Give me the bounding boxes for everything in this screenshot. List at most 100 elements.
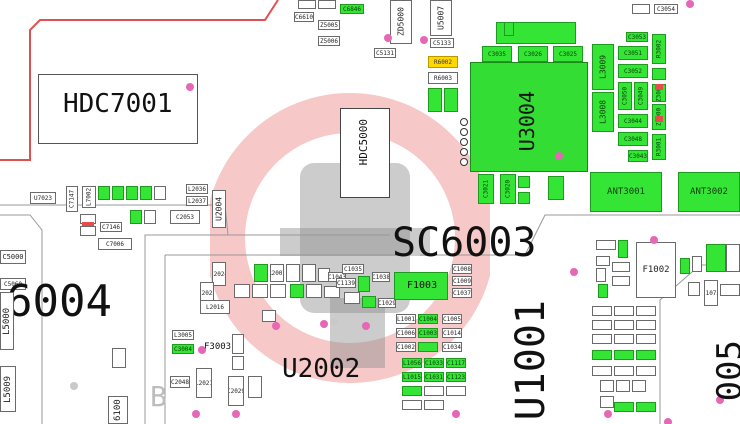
hdc5000-label: HDC5000 <box>357 119 370 166</box>
f1002-marker <box>650 236 658 244</box>
right-grid-14 <box>614 366 634 376</box>
right-c-13 <box>688 282 700 296</box>
right-005-label: 005 <box>710 340 740 402</box>
c1038: C1038 <box>372 272 390 282</box>
small-f3003-2 <box>232 356 244 370</box>
c2025: C2025 <box>200 282 214 304</box>
c3020: C3020 <box>500 174 516 204</box>
right-c-12 <box>720 284 740 296</box>
right-c-7 <box>612 276 630 286</box>
sc6003-label: SC6003 <box>392 220 537 266</box>
b-label: B <box>150 380 167 413</box>
small-mid-6 <box>424 400 444 410</box>
green-u2002-3 <box>358 276 370 292</box>
u3004-marker <box>555 152 563 160</box>
right-grid-19 <box>600 396 614 408</box>
c5131: C5131 <box>374 48 396 58</box>
c2-small2 <box>80 226 96 236</box>
right-c-4 <box>596 268 606 282</box>
u3004-chip: U3004 <box>470 62 588 172</box>
c1037: C1037 <box>452 288 472 298</box>
f1002: F1002 <box>636 242 676 298</box>
right-grid-5 <box>614 320 634 330</box>
ant3002: ANT3002 <box>678 172 740 212</box>
u2002-via-gray <box>330 318 338 326</box>
green-left-3 <box>126 186 138 200</box>
right-grid-4 <box>592 320 612 330</box>
small-u2002-8 <box>324 286 340 298</box>
via-1 <box>460 118 468 126</box>
right-grid-20 <box>614 402 634 412</box>
c2024: C2024 <box>212 262 226 286</box>
bottom-left-marker <box>192 410 200 418</box>
right-grid-17 <box>616 380 630 392</box>
l7002: L7002 <box>82 186 96 208</box>
green-small-4 <box>504 22 514 36</box>
green-strip-top <box>496 22 576 44</box>
u2002-marker-1 <box>272 322 280 330</box>
c3025: C3025 <box>553 46 583 62</box>
green-left-4 <box>140 186 152 200</box>
red-left-mark <box>82 222 94 226</box>
c7006: C7006 <box>98 238 132 250</box>
small-u2002-2 <box>302 264 316 282</box>
top-marker-1 <box>384 34 392 42</box>
c1002: C1002 <box>396 342 416 352</box>
right-grid-7 <box>592 334 612 344</box>
right-marker-2 <box>604 410 612 418</box>
green-left-2 <box>112 186 124 200</box>
c5133: C5133 <box>430 38 454 48</box>
f3003-label: F3003 <box>204 342 232 352</box>
l3005: L3005 <box>172 330 194 340</box>
hdc7001-marker <box>186 83 194 91</box>
green-block-small-3 <box>548 176 564 200</box>
right-grid-11 <box>614 350 634 360</box>
right-grid-18 <box>632 380 646 392</box>
c1003: C1003 <box>418 328 438 338</box>
right-grid-12 <box>636 350 656 360</box>
c3053: C3053 <box>626 32 648 42</box>
c1123: C1123 <box>446 372 466 382</box>
right-grid-10 <box>592 350 612 360</box>
z5005: Z5005 <box>318 20 340 30</box>
r3002: R3002 <box>652 34 666 64</box>
l1015: L1015 <box>402 372 422 382</box>
c1006: C1006 <box>396 328 416 338</box>
f1003-label: F1003 <box>407 280 438 291</box>
small-mid-4 <box>446 386 466 396</box>
small-mid-5 <box>402 400 422 410</box>
c3051: C3051 <box>618 46 648 60</box>
hdc7001-label: HDC7001 <box>63 89 173 119</box>
green-vert-1 <box>428 88 442 112</box>
l3009: L3009 <box>592 44 614 90</box>
mid-marker <box>452 410 460 418</box>
small-u2002-5 <box>252 284 268 298</box>
c3004: C3004 <box>172 344 194 354</box>
top-right-marker <box>686 0 694 8</box>
right-grid-2 <box>614 306 634 316</box>
u2002-marker-2 <box>320 320 328 328</box>
right-grid-1 <box>592 306 612 316</box>
top-right-small <box>632 4 650 14</box>
c1117: C1117 <box>446 358 466 368</box>
small-left-7 <box>144 210 156 224</box>
l5000: L5000 <box>0 292 14 350</box>
u1001-label: U1001 <box>508 300 554 421</box>
u2002-marker-3 <box>362 322 370 330</box>
u6100: 6100 <box>108 396 128 424</box>
top-marker-2 <box>420 36 428 44</box>
c1035: C1035 <box>342 264 364 274</box>
l2016: L2016 <box>200 300 230 314</box>
c6610: C6610 <box>294 12 314 22</box>
via-gray-left <box>70 382 78 390</box>
r2007: R2007 <box>270 264 284 282</box>
small-u2002-7 <box>306 284 322 298</box>
small-c2029 <box>248 376 262 398</box>
green-u2002-1 <box>254 264 268 282</box>
l2037: L2037 <box>186 196 208 206</box>
green-block-small-2 <box>518 192 530 204</box>
right-c-6 <box>598 284 608 298</box>
green-block-small-1 <box>518 176 530 188</box>
small-u2002-10 <box>262 310 276 322</box>
